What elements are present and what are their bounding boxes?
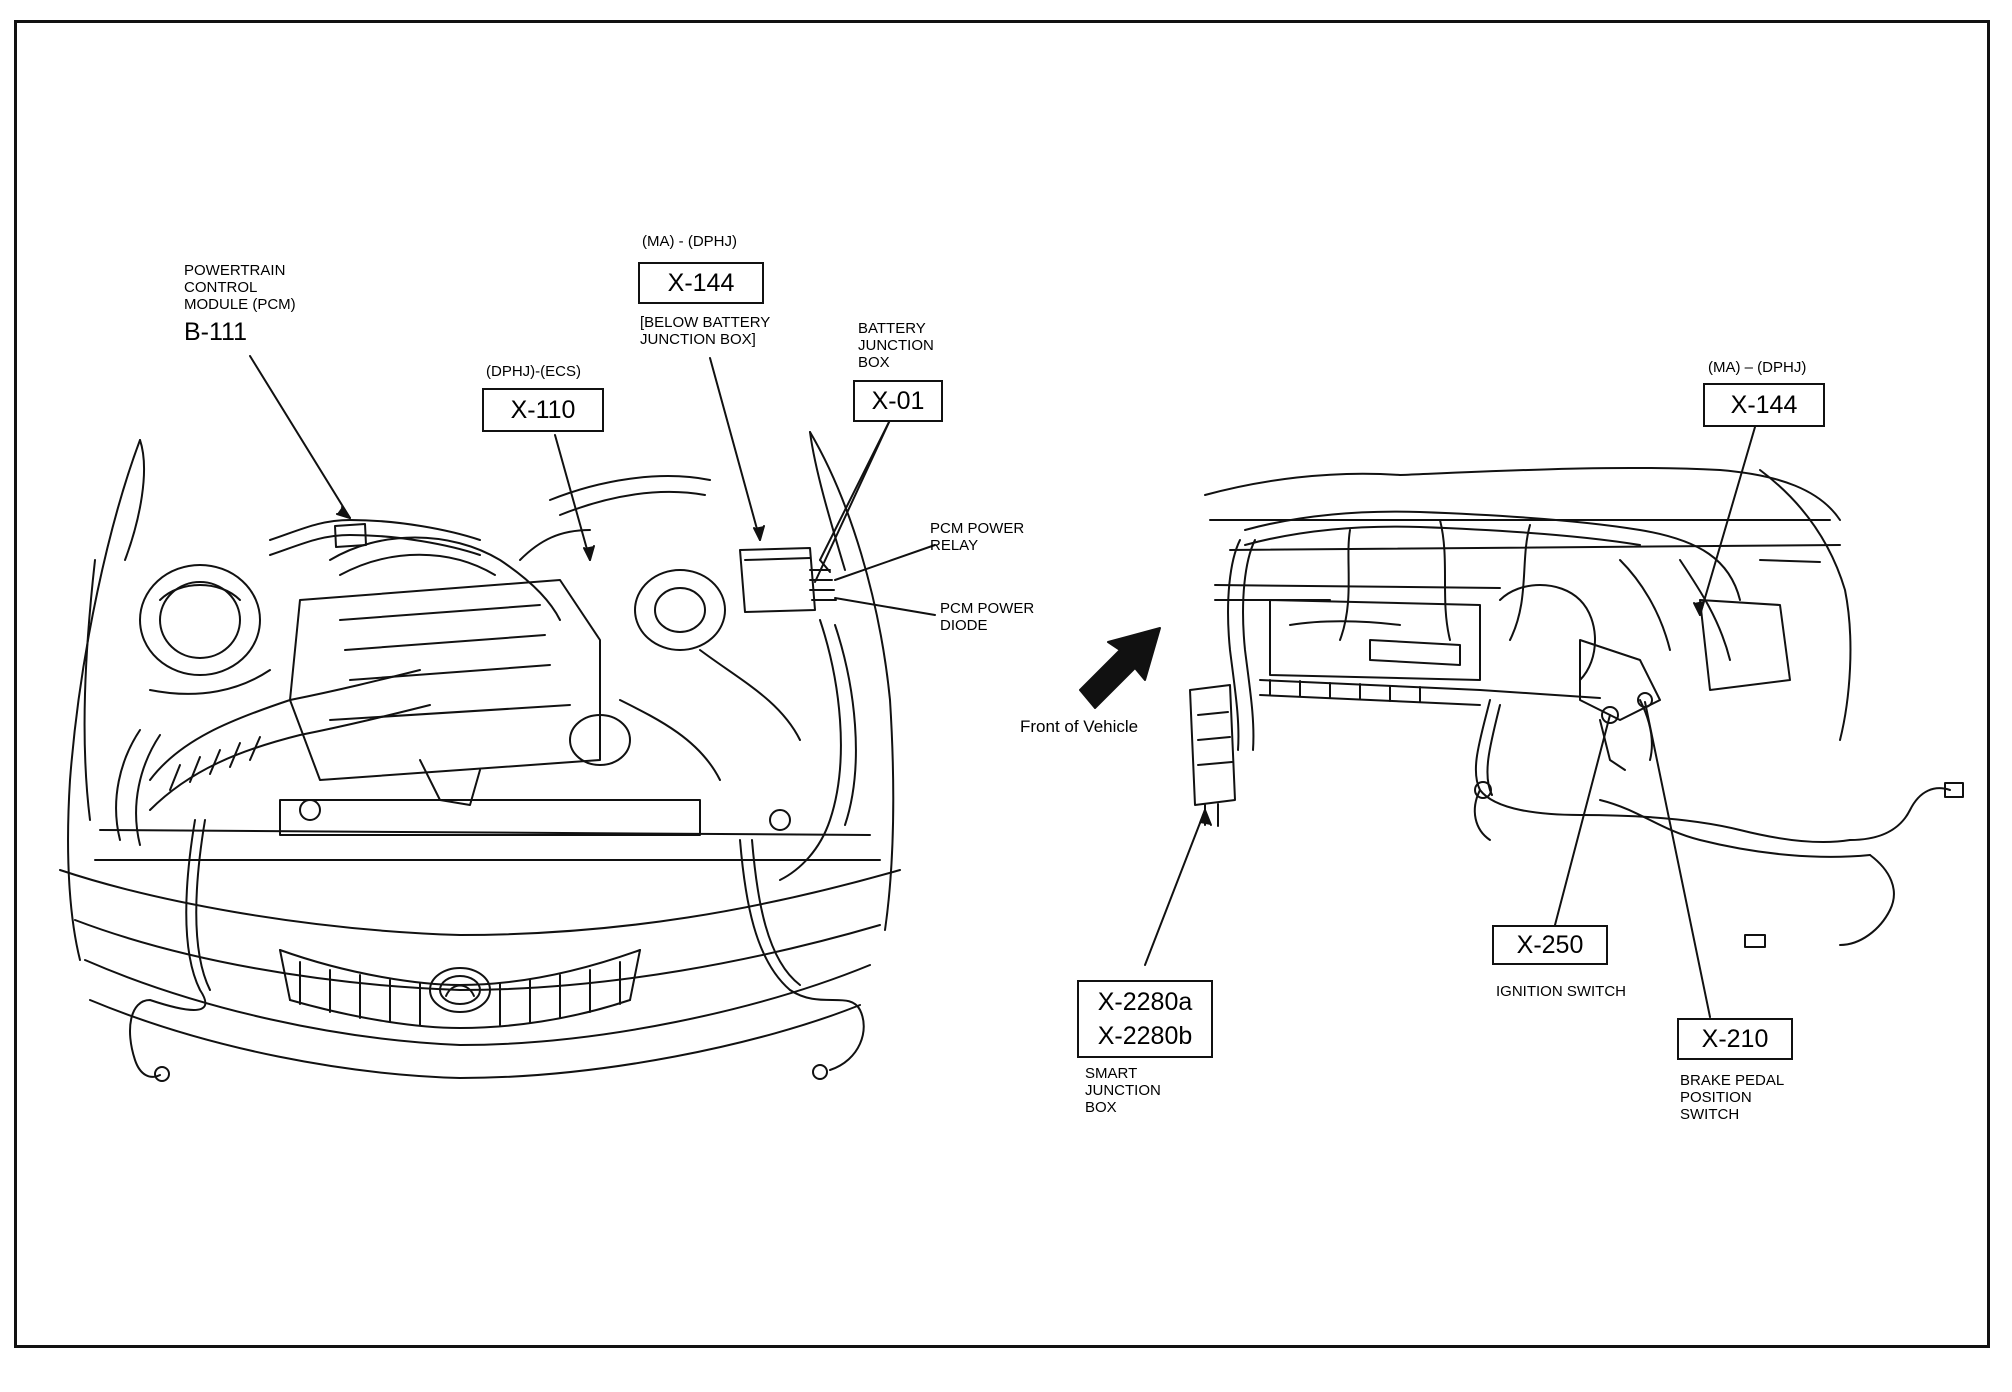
front-direction-arrow xyxy=(1079,627,1161,709)
x144-right-qualifier: (MA) – (DPHJ) xyxy=(1708,359,1807,376)
brake-pedal-position-switch-label: BRAKE PEDAL POSITION SWITCH xyxy=(1680,1072,1785,1123)
x2280b-code: X-2280b xyxy=(1097,1022,1193,1050)
x110-connector-box: X-110 xyxy=(482,388,604,432)
x144-left-note: [BELOW BATTERY JUNCTION BOX] xyxy=(640,314,771,348)
x2280a-code: X-2280a xyxy=(1097,988,1193,1016)
x110-qualifier: (DPHJ)-(ECS) xyxy=(486,363,581,380)
pcm-power-diode-label: PCM POWER DIODE xyxy=(940,600,1035,634)
smart-junction-box-label: SMART JUNCTION BOX xyxy=(1085,1065,1161,1116)
front-of-vehicle-label: Front of Vehicle xyxy=(1020,717,1139,736)
smart-junction-box-connector-box: X-2280a X-2280b xyxy=(1077,980,1213,1058)
instrument-panel-illustration xyxy=(1189,466,1964,948)
pcm-label: POWERTRAIN CONTROL MODULE (PCM) xyxy=(184,262,296,313)
x01-connector-box: X-01 xyxy=(853,380,943,422)
diagram-frame xyxy=(14,20,1990,1348)
x144-right-connector-box: X-144 xyxy=(1703,383,1825,427)
x144-left-qualifier: (MA) - (DPHJ) xyxy=(642,233,737,250)
pcm-power-relay-label: PCM POWER RELAY xyxy=(930,520,1025,554)
battery-junction-box-label: BATTERY JUNCTION BOX xyxy=(858,320,934,371)
leader-lines xyxy=(249,355,1756,1018)
x210-connector-box: X-210 xyxy=(1677,1018,1793,1060)
engine-compartment-illustration xyxy=(59,431,901,1082)
pcm-connector-code: B-111 xyxy=(184,318,248,346)
ignition-switch-label: IGNITION SWITCH xyxy=(1496,983,1626,1000)
x144-left-connector-box: X-144 xyxy=(638,262,764,304)
x250-connector-box: X-250 xyxy=(1492,925,1608,965)
